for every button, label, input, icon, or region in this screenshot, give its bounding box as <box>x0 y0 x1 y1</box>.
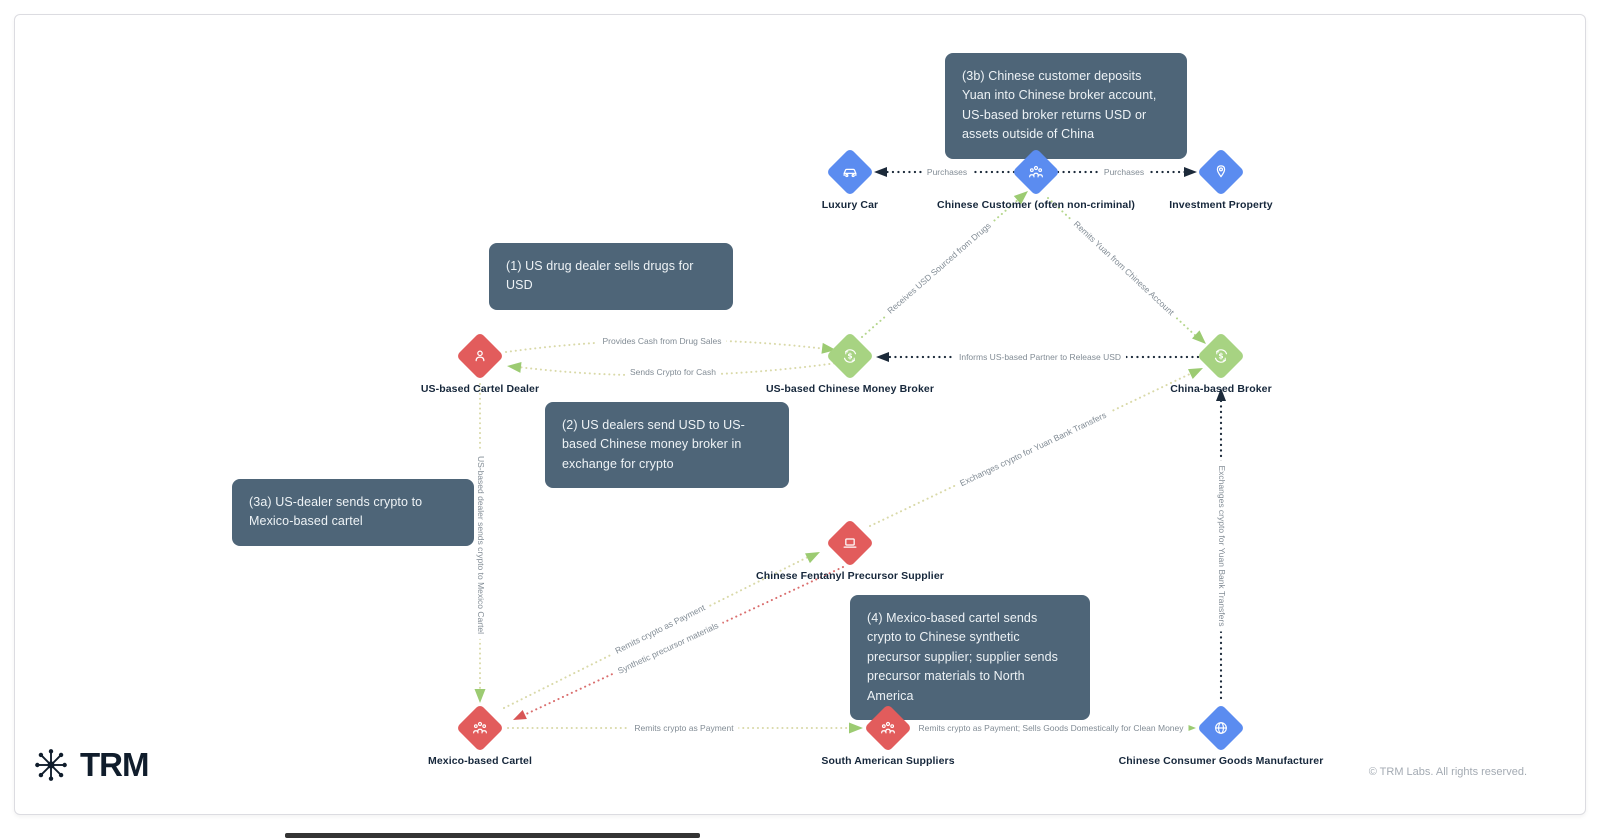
brand-name: TRM <box>80 746 149 783</box>
copyright-text: © TRM Labs. All rights reserved. <box>1368 766 1527 778</box>
people-group-icon <box>473 721 487 734</box>
edge-label-dealer-to-cartel: US-based dealer sends crypto to Mexico C… <box>475 450 487 640</box>
edge-label-remits-sells-goods: Remits crypto as Payment; Sells Goods Do… <box>913 722 1189 734</box>
callout-1: (1) US drug dealer sells drugs for USD <box>489 243 733 310</box>
callout-3a: (3a) US-dealer sends crypto to Mexico-ba… <box>232 479 474 546</box>
node-label: China-based Broker <box>1170 383 1272 395</box>
edge-label-remits-crypto-sa: Remits crypto as Payment <box>629 722 739 734</box>
node-diamond <box>1196 703 1246 753</box>
node-diamond <box>455 331 505 381</box>
node-diamond: $ <box>825 331 875 381</box>
callout-4: (4) Mexico-based cartel sends crypto to … <box>850 595 1090 720</box>
node-label: Chinese Customer (often non-criminal) <box>937 199 1135 211</box>
trm-logo: TRM <box>30 744 149 786</box>
people-group-icon <box>881 721 895 734</box>
node-diamond <box>1196 147 1246 197</box>
node-label: Mexico-based Cartel <box>427 755 533 767</box>
people-group-icon <box>1029 165 1043 178</box>
callout-3b: (3b) Chinese customer deposits Yuan into… <box>945 53 1187 159</box>
car-icon <box>843 168 857 178</box>
node-diamond <box>455 703 505 753</box>
svg-text:$: $ <box>1218 352 1223 361</box>
callout-2: (2) US dealers send USD to US-based Chin… <box>545 402 789 489</box>
edge-label-purchases-right: Purchases <box>1098 166 1150 178</box>
node-label: South American Suppliers <box>821 755 955 767</box>
edge-label-provides-cash: Provides Cash from Drug Sales <box>597 335 727 347</box>
person-icon <box>475 350 485 362</box>
node-label: Chinese Fentanyl Precursor Supplier <box>756 570 944 582</box>
node-diamond <box>825 147 875 197</box>
laptop-icon <box>843 538 857 548</box>
edge-label-exchanges-crypto-vert: Exchanges crypto for Yuan Bank Transfers <box>1216 460 1228 632</box>
node-diamond <box>863 703 913 753</box>
trm-hub-icon <box>35 749 67 781</box>
node-label: Luxury Car <box>821 199 879 211</box>
video-progress-bar[interactable] <box>285 833 700 838</box>
node-diamond: $ <box>1196 331 1246 381</box>
slide-background <box>14 14 1586 815</box>
edge-label-purchases-left: Purchases <box>921 166 973 178</box>
node-diamond <box>1011 147 1061 197</box>
svg-text:$: $ <box>847 352 852 361</box>
globe-icon <box>1215 722 1227 734</box>
node-label: Investment Property <box>1169 199 1273 211</box>
location-pin-icon <box>1216 165 1226 178</box>
node-diamond <box>825 518 875 568</box>
edge-label-sends-crypto: Sends Crypto for Cash <box>625 366 721 378</box>
edge-label-informs-partner: Informs US-based Partner to Release USD <box>953 351 1127 363</box>
dollar-exchange-icon: $ <box>843 349 857 363</box>
node-label: Chinese Consumer Goods Manufacturer <box>1118 755 1324 767</box>
node-label: US-based Cartel Dealer <box>420 383 540 395</box>
node-label: US-based Chinese Money Broker <box>765 383 935 395</box>
dollar-exchange-icon: $ <box>1214 349 1228 363</box>
